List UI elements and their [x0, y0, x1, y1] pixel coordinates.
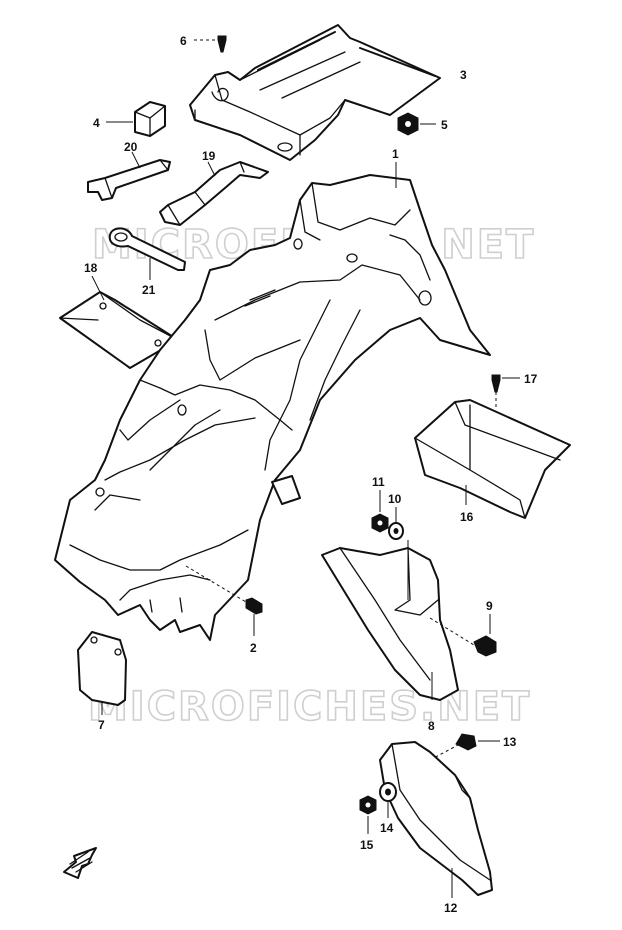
part-5-nut[interactable]	[397, 112, 436, 136]
callout-20: 20	[124, 140, 138, 154]
callout-7: 7	[98, 718, 105, 732]
callout-11: 11	[372, 475, 385, 489]
part-14-washer[interactable]	[379, 782, 397, 818]
part-17-screw[interactable]	[491, 374, 520, 410]
callout-14: 14	[380, 821, 394, 835]
part-6-screw[interactable]	[194, 35, 227, 53]
callout-19: 19	[202, 149, 216, 163]
part-11-nut[interactable]	[371, 490, 389, 533]
callout-3: 3	[460, 68, 467, 82]
callout-10: 10	[388, 492, 402, 506]
callout-5: 5	[441, 118, 448, 132]
part-7-reflector-plate[interactable]	[77, 631, 127, 715]
part-10-washer[interactable]	[388, 507, 404, 540]
part-20-rod[interactable]	[87, 151, 171, 201]
part-18-cover[interactable]	[59, 275, 179, 369]
callout-21: 21	[142, 283, 156, 297]
callout-1: 1	[392, 147, 399, 161]
callout-13: 13	[503, 735, 517, 749]
part-13-bolt[interactable]	[429, 733, 500, 761]
callout-15: 15	[360, 838, 374, 852]
part-8-side-cover[interactable]	[321, 540, 459, 701]
callout-2: 2	[250, 641, 257, 655]
part-1-rear-fender[interactable]	[54, 162, 491, 641]
part-21-band[interactable]	[108, 227, 186, 280]
callout-4: 4	[93, 116, 100, 130]
part-4-cushion[interactable]	[106, 101, 166, 137]
front-direction-arrow-icon	[63, 847, 97, 879]
callout-6: 6	[180, 34, 187, 48]
callout-16: 16	[460, 510, 474, 524]
callout-8: 8	[428, 719, 435, 733]
part-3-battery-tray[interactable]	[189, 24, 441, 161]
part-15-nut[interactable]	[359, 795, 377, 834]
callout-9: 9	[486, 599, 493, 613]
part-9-bolt[interactable]	[429, 614, 497, 657]
part-16-tray[interactable]	[414, 399, 571, 519]
part-19-strap[interactable]	[159, 161, 269, 226]
callout-18: 18	[84, 261, 98, 275]
callout-12: 12	[444, 901, 458, 915]
part-2-bolt[interactable]	[185, 565, 263, 636]
part-12-lower-cover[interactable]	[379, 741, 493, 898]
watermark-bottom: MICROFICHES.NET	[88, 684, 531, 730]
callout-17: 17	[524, 372, 538, 386]
